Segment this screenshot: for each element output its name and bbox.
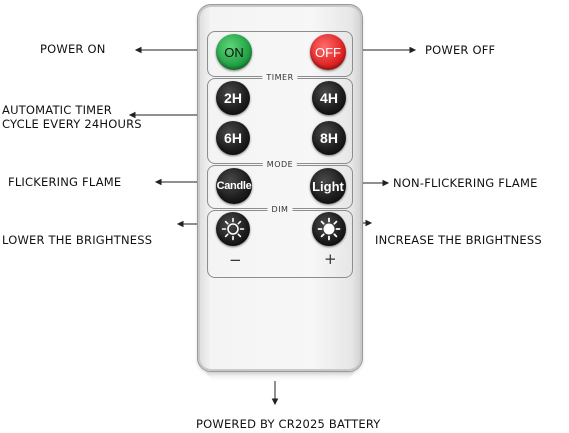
light-mode-label: Light	[312, 178, 344, 194]
mode-panel-label: MODE	[262, 160, 298, 169]
timer-8h-button[interactable]: 8H	[312, 121, 346, 155]
dim-panel-label: DIM	[267, 205, 293, 214]
timer-4h-button[interactable]: 4H	[312, 81, 346, 115]
off-button[interactable]: OFF	[310, 34, 346, 70]
timer-8h-label: 8H	[320, 130, 338, 146]
minus-sign: −	[229, 251, 242, 269]
timer-2h-label: 2H	[224, 90, 242, 106]
timer-panel-label: TIMER	[262, 73, 298, 82]
callout-non-flickering: NON-FLICKERING FLAME	[393, 176, 538, 190]
candle-mode-label: Candle	[216, 180, 252, 192]
off-button-label: OFF	[315, 44, 341, 60]
callout-increase-brightness: INCREASE THE BRIGHTNESS	[375, 233, 542, 247]
callout-power-on: POWER ON	[40, 42, 106, 56]
timer-2h-button[interactable]: 2H	[216, 81, 250, 115]
on-button-label: ON	[224, 44, 244, 60]
callout-flickering: FLICKERING FLAME	[8, 175, 122, 189]
sun-filled-icon	[317, 217, 341, 241]
on-button[interactable]: ON	[216, 34, 252, 70]
light-mode-button[interactable]: Light	[310, 168, 346, 204]
candle-mode-button[interactable]: Candle	[216, 168, 252, 204]
timer-6h-button[interactable]: 6H	[216, 121, 250, 155]
callout-battery: POWERED BY CR2025 BATTERY	[196, 417, 381, 431]
callout-lower-brightness: LOWER THE BRIGHTNESS	[2, 233, 153, 247]
callout-power-off: POWER OFF	[425, 43, 496, 57]
timer-6h-label: 6H	[224, 130, 242, 146]
callout-timer-line1: AUTOMATIC TIMER	[2, 103, 112, 117]
dim-down-button[interactable]	[216, 212, 250, 246]
plus-sign: +	[324, 250, 337, 268]
dim-panel: DIM	[207, 205, 353, 278]
timer-4h-label: 4H	[320, 90, 338, 106]
dim-up-button[interactable]	[312, 212, 346, 246]
remote-control: ON OFF TIMER 2H 4H 6H 8H MODE Candle Lig…	[197, 4, 363, 372]
sun-outline-icon	[221, 217, 245, 241]
callout-timer-line2: CYCLE EVERY 24HOURS	[2, 117, 142, 131]
